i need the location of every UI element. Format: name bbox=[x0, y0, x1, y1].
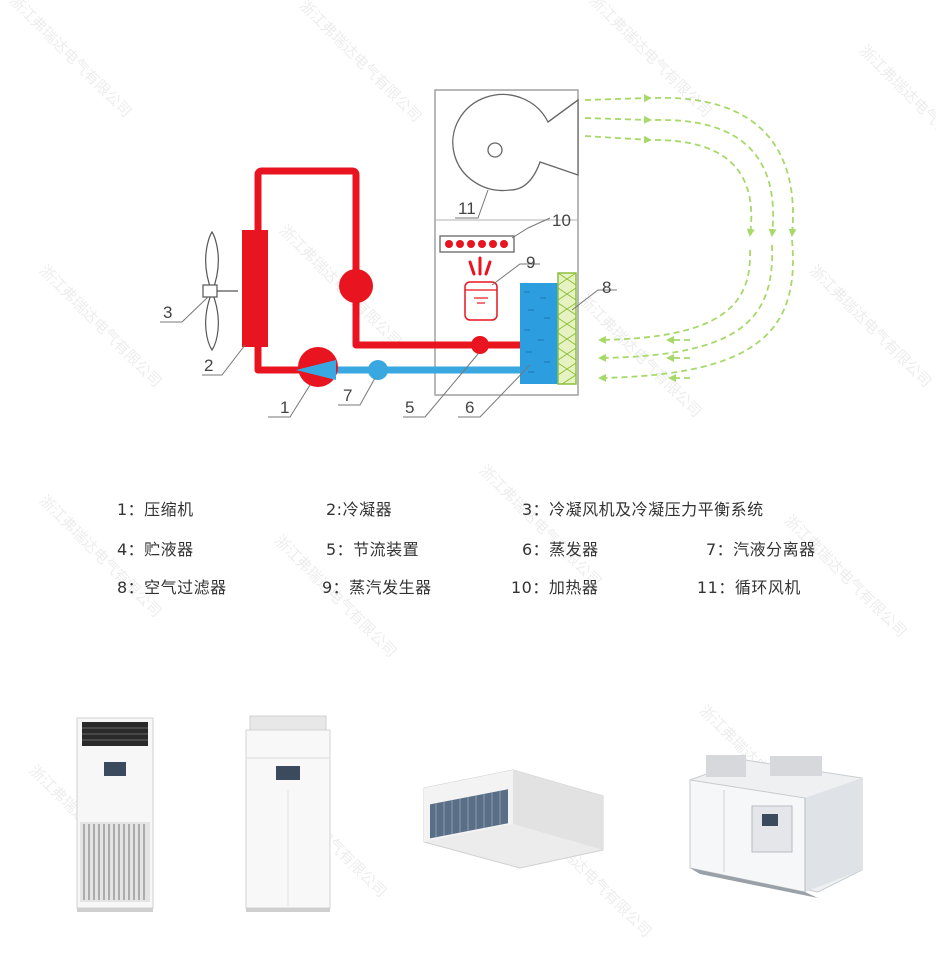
label-number-6: 6 bbox=[465, 398, 474, 417]
label-number-10: 10 bbox=[552, 211, 571, 230]
label-number-9: 9 bbox=[526, 253, 535, 272]
label-number-11: 11 bbox=[458, 199, 476, 218]
airflow-arrows bbox=[584, 94, 797, 382]
heater-icon bbox=[439, 235, 515, 253]
evaporator-texture bbox=[524, 291, 550, 373]
evaporator-coil bbox=[520, 283, 558, 384]
leader-lines bbox=[160, 189, 617, 418]
circulating-fan-icon bbox=[452, 93, 579, 192]
legend-item-liquid-receiver: 4：贮液器 bbox=[117, 540, 194, 559]
label-number-8: 8 bbox=[602, 278, 611, 297]
product-air-handling-unit bbox=[689, 755, 863, 898]
expansion-device-icon bbox=[471, 336, 489, 354]
product-floor-unit-grille bbox=[76, 717, 154, 912]
label-number-5: 5 bbox=[405, 398, 414, 417]
condenser-icon bbox=[242, 230, 268, 347]
compressor-icon bbox=[296, 347, 338, 387]
label-number-7: 7 bbox=[343, 386, 352, 405]
component-legend: 1：压缩机 2:冷凝器 3：冷凝风机及冷凝压力平衡系统 4：贮液器 5：节流装置… bbox=[0, 490, 936, 610]
label-number-2: 2 bbox=[204, 356, 213, 375]
legend-item-condenser-fan: 3：冷凝风机及冷凝压力平衡系统 bbox=[522, 500, 764, 519]
steam-generator-icon bbox=[464, 256, 498, 321]
legend-item-separator: 7：汽液分离器 bbox=[706, 540, 816, 559]
refrigeration-system-diagram: 1 2 3 7 5 6 11 10 9 8 bbox=[160, 89, 797, 418]
legend-item-air-filter: 8：空气过滤器 bbox=[117, 578, 227, 597]
legend-item-condenser: 2:冷凝器 bbox=[326, 500, 393, 519]
legend-item-expansion-device: 5：节流装置 bbox=[326, 540, 420, 559]
legend-item-steam-generator: 9：蒸汽发生器 bbox=[322, 578, 432, 597]
label-number-3: 3 bbox=[163, 303, 172, 322]
product-ducted-unit bbox=[423, 769, 604, 869]
liquid-receiver-icon bbox=[339, 269, 373, 303]
hot-refrigerant-pipe bbox=[254, 167, 520, 374]
legend-item-heater: 10：加热器 bbox=[511, 578, 599, 597]
legend-item-circulating-fan: 11：循环风机 bbox=[697, 578, 801, 597]
label-number-1: 1 bbox=[280, 398, 289, 417]
legend-item-evaporator: 6：蒸发器 bbox=[522, 540, 599, 559]
condenser-fan-icon bbox=[202, 230, 238, 352]
gas-liquid-separator-icon bbox=[368, 360, 388, 380]
product-images bbox=[76, 715, 863, 912]
product-floor-unit-plain bbox=[245, 715, 331, 912]
air-filter-icon bbox=[557, 272, 577, 385]
legend-item-compressor: 1：压缩机 bbox=[117, 500, 194, 519]
